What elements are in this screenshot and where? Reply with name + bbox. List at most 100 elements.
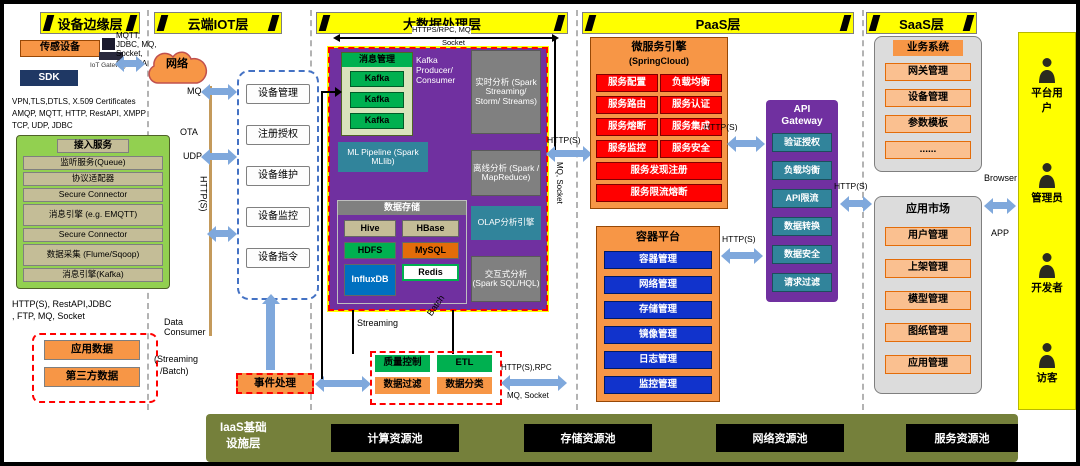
users-panel: 平台用户 管理员 开发者 访客 <box>1018 32 1076 410</box>
edge-bottom-protocols-line2: , FTP, MQ, Socket <box>12 311 85 321</box>
header-end-cap <box>962 15 975 31</box>
header-end-cap <box>584 15 597 31</box>
user-group-admin: 管理员 <box>1030 162 1064 205</box>
header-edge-label: 设备边缘层 <box>57 16 123 32</box>
line-top-to-paas <box>554 38 556 150</box>
user-group-platform: 平台用户 <box>1030 57 1064 115</box>
etl-right-protocol-2: MQ, Socket <box>507 391 549 400</box>
interactive-analysis-box: 交互式分析 (Spark SQL/HQL) <box>471 256 541 302</box>
access-item: 监听服务(Queue) <box>23 156 163 170</box>
business-system-title: 业务系统 <box>893 40 963 56</box>
kafka-box: Kafka <box>350 113 404 129</box>
header-end-cap <box>42 15 55 31</box>
container-platform-title: 容器平台 <box>636 231 680 244</box>
bigdata-top-protocol-1: HTTPS/RPC, MQ <box>412 25 471 35</box>
arrow-micro-gateway <box>727 135 765 152</box>
event-processing-box: 事件处理 <box>236 373 314 394</box>
device-item: 注册授权 <box>246 125 310 145</box>
header-iot-label: 云端IOT层 <box>187 16 249 32</box>
business-item: 网关管理 <box>885 63 971 81</box>
storage-engine-hdfs: HDFS <box>344 242 396 259</box>
etl-box: ETL <box>437 355 492 372</box>
network-trunk-line <box>209 86 212 336</box>
iot-gateway-caption: IoT Gateway <box>90 62 127 69</box>
separator-bigdata-paas <box>576 10 578 410</box>
security-protocols-line3: TCP, UDP, JDBC <box>12 121 73 130</box>
service-pool-box: 服务资源池 <box>906 424 1018 452</box>
storage-engine-mysql: MySQL <box>402 242 459 259</box>
header-end-cap <box>125 15 138 31</box>
kafka-box: Kafka <box>350 71 404 87</box>
header-paas-label: PaaS层 <box>695 16 741 32</box>
streaming-label: Streaming <box>357 318 399 328</box>
service-item: 服务集成 <box>660 118 722 136</box>
gateway-item: 数据转换 <box>772 217 832 236</box>
header-end-cap <box>318 15 331 31</box>
access-item: 消息引擎 (e.g. EMQTT) <box>23 204 163 226</box>
network-cloud-label: 网络 <box>166 58 188 71</box>
user-label: 访客 <box>1036 372 1058 385</box>
access-service-panel: 接入服务 监听服务(Queue) 协议适配器 Secure Connector … <box>16 135 170 289</box>
data-storage-panel: 数据存储 Hive HBase HDFS MySQL InfluxDB Redi… <box>337 200 467 304</box>
user-group-visitor: 访客 <box>1030 342 1064 385</box>
service-item: 服务监控 <box>596 140 658 158</box>
api-gateway-title-2: Gateway <box>781 115 823 127</box>
service-item: 负载均衡 <box>660 74 722 92</box>
service-item: 服务认证 <box>660 96 722 114</box>
storage-pool-box: 存储资源池 <box>524 424 652 452</box>
header-saas-layer: SaaS层 <box>866 12 977 34</box>
service-item: 服务限流熔断 <box>596 184 722 202</box>
container-item: 日志管理 <box>604 351 712 369</box>
business-system-panel: 业务系统 网关管理 设备管理 参数模板 ...... <box>874 36 982 172</box>
iot-gateway-chip-icon <box>102 38 115 50</box>
quality-control-box: 质量控制 <box>375 355 430 372</box>
storage-engine-influxdb: InfluxDB <box>344 264 396 296</box>
realtime-analysis-box: 实时分析 (Spark Streaming/ Storm/ Streams) <box>471 50 541 134</box>
user-label: 开发者 <box>1031 282 1063 295</box>
message-mgmt-title: 消息管理 <box>342 53 412 67</box>
browser-label: Browser <box>984 173 1018 183</box>
ml-pipeline-box: ML Pipeline (Spark MLlib) <box>338 142 428 172</box>
market-item: 模型管理 <box>885 291 971 310</box>
app-label: APP <box>991 228 1010 238</box>
app-market-title: 应用市场 <box>906 203 950 216</box>
container-item: 容器管理 <box>604 251 712 269</box>
arrow-market-users <box>984 197 1016 214</box>
arrowhead-into-message <box>335 87 347 97</box>
service-item: 服务熔断 <box>596 118 658 136</box>
network-pool-box: 网络资源池 <box>716 424 844 452</box>
access-item: Secure Connector <box>23 188 163 202</box>
arrow-bigdata-to-paas <box>546 145 592 162</box>
business-item: 参数模板 <box>885 115 971 133</box>
access-item: 协议适配器 <box>23 172 163 186</box>
http-label-container-gateway: HTTP(S) <box>722 234 756 244</box>
arrow-event-to-etl <box>315 375 371 392</box>
header-end-cap <box>839 15 852 31</box>
mq-label: MQ <box>187 86 202 96</box>
business-item: 设备管理 <box>885 89 971 107</box>
access-item: 消息引擎(Kafka) <box>23 268 163 282</box>
bigdata-top-protocol-2: Socket <box>442 38 465 47</box>
market-item: 应用管理 <box>885 355 971 374</box>
storage-engine-redis: Redis <box>402 264 459 281</box>
business-item: ...... <box>885 141 971 159</box>
header-end-cap <box>156 15 169 31</box>
device-item: 设备监控 <box>246 207 310 227</box>
api-gateway-title-1: API <box>793 103 811 115</box>
arrow-gateway-saas <box>840 195 872 212</box>
market-item: 上架管理 <box>885 259 971 278</box>
bigdata-paas-http-label: HTTP(S) <box>547 135 581 145</box>
data-storage-title: 数据存储 <box>338 201 466 215</box>
iaas-title-1: IaaS基础 <box>220 422 267 434</box>
third-party-data-box: 第三方数据 <box>44 367 140 387</box>
line-streaming <box>352 310 354 354</box>
data-consumer-label: Data Consumer <box>164 317 206 338</box>
sdk-box: SDK <box>20 70 78 86</box>
storage-engine-hbase: HBase <box>402 220 459 237</box>
header-end-cap <box>267 15 280 31</box>
security-protocols-line2: AMQP, MQTT, HTTP, RestAPI, XMPP <box>12 109 146 118</box>
streaming-batch-label-2: /Batch) <box>160 366 189 376</box>
gateway-item: 负载均衡 <box>772 161 832 180</box>
arrow-mq <box>201 83 237 100</box>
